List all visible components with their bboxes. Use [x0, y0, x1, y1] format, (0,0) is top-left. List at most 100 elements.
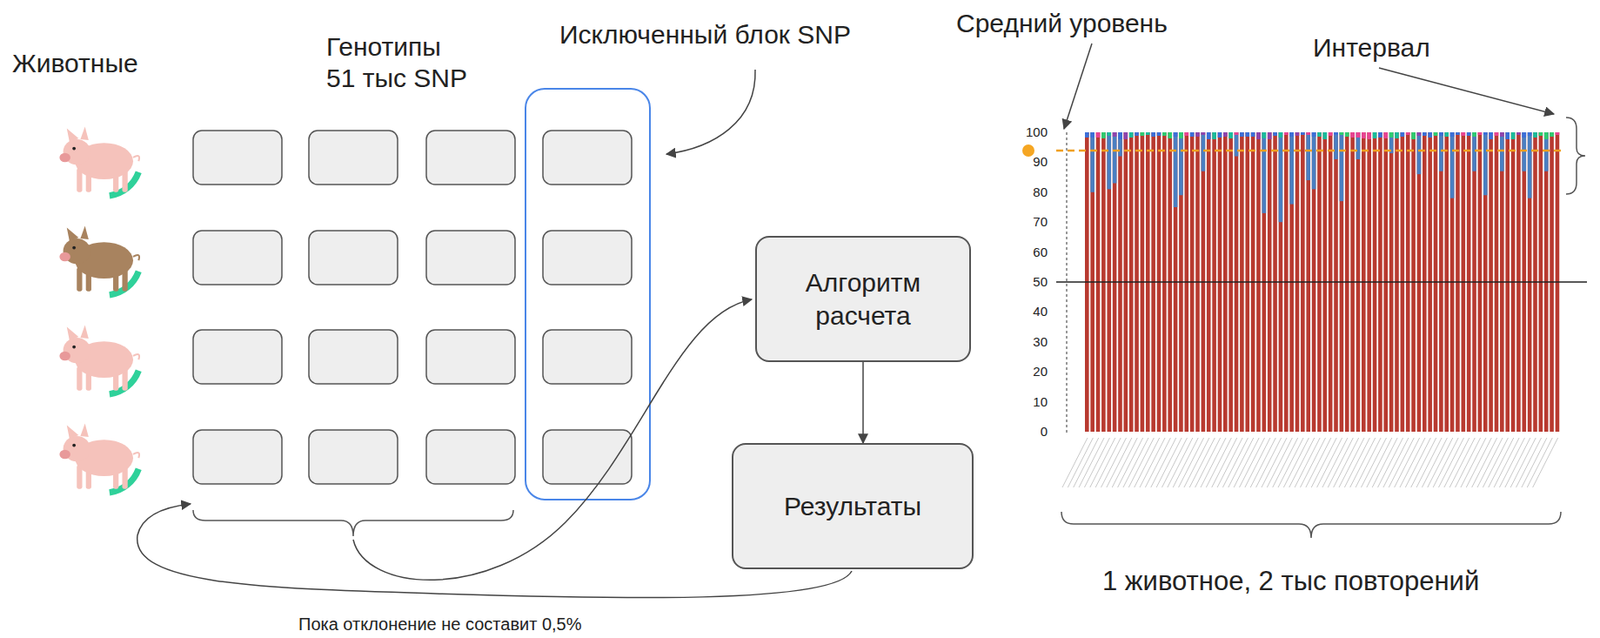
- bar-cap: [1323, 132, 1328, 140]
- bar-cap: [1157, 132, 1162, 136]
- axis-tick-text: [1106, 437, 1132, 488]
- bar-cap: [1289, 132, 1294, 137]
- axis-tick-text: [1266, 437, 1293, 488]
- bar-cap: [1488, 132, 1493, 140]
- bracket: [193, 509, 514, 536]
- axis-tick-text: [1178, 437, 1205, 488]
- bar-cap: [1400, 132, 1406, 137]
- bar-cap: [1483, 132, 1488, 135]
- bar-segment: [1439, 132, 1444, 172]
- bar-cap: [1366, 132, 1372, 140]
- bar-cap: [1140, 132, 1145, 136]
- axis-tick-text: [1350, 437, 1376, 488]
- bar-cap: [1134, 132, 1139, 136]
- bar-cap: [1361, 132, 1366, 139]
- bar-segment: [1499, 132, 1505, 172]
- bar-segment: [1201, 132, 1206, 172]
- bar-cap: [1317, 132, 1322, 137]
- bracket: [1061, 511, 1561, 538]
- bar-segment: [1472, 132, 1477, 172]
- axis-tick-text: [1172, 437, 1199, 488]
- bar-segment: [1333, 132, 1339, 160]
- bar-cap: [1206, 132, 1212, 140]
- axis-tick-text: [1111, 437, 1138, 488]
- bar-cap: [1345, 132, 1350, 137]
- y-axis: [1065, 132, 1067, 434]
- axis-tick-text: [1338, 437, 1365, 488]
- bar-cap: [1444, 132, 1449, 137]
- threshold-line: [1056, 281, 1587, 283]
- bar-cap: [1372, 132, 1378, 139]
- bar-cap: [1106, 132, 1112, 136]
- bar-cap: [1278, 132, 1284, 138]
- bar-cap: [1300, 132, 1306, 135]
- bar-segment: [1278, 132, 1284, 222]
- axis-label: 90: [1000, 153, 1048, 170]
- axis-tick-text: [1289, 437, 1315, 488]
- axis-tick-text: [1421, 437, 1447, 488]
- axis-tick-text: [1360, 437, 1386, 488]
- axis-tick-text: [1156, 437, 1182, 488]
- bar-cap: [1295, 132, 1300, 136]
- bar-cap: [1455, 132, 1460, 135]
- axis-tick-text: [1449, 437, 1475, 488]
- bar-cap: [1555, 132, 1560, 135]
- axis-tick-text: [1189, 437, 1215, 488]
- axis-tick-text: [1123, 437, 1149, 488]
- text-label: 1 животное, 2 тыс повторений: [1102, 564, 1480, 597]
- text-label: Пока отклонение не составит 0,5%: [295, 613, 585, 635]
- bar-cap: [1267, 132, 1272, 140]
- bar-cap: [1178, 132, 1184, 139]
- bar-segment: [1312, 132, 1317, 189]
- bar-segment: [1521, 132, 1527, 172]
- axis-tick-text: [1261, 437, 1287, 488]
- bar-cap: [1245, 132, 1250, 137]
- axis-tick-text: [1128, 437, 1154, 488]
- axis-label: 40: [1000, 303, 1048, 320]
- bar-cap: [1084, 132, 1090, 138]
- bar-segment: [1305, 132, 1311, 181]
- interval-brace: [1566, 117, 1586, 195]
- axis-tick-text: [1399, 437, 1426, 488]
- bar-cap: [1284, 132, 1289, 135]
- axis-tick-text: [1366, 437, 1393, 488]
- axis-tick-text: [1139, 437, 1165, 488]
- axis-tick-text: [1388, 437, 1414, 488]
- axis-tick-text: [1477, 437, 1503, 488]
- bar-cap: [1422, 132, 1427, 136]
- bar-cap: [1124, 132, 1129, 140]
- axis-tick-text: [1222, 437, 1248, 488]
- axis-tick-text: [1355, 437, 1381, 488]
- bar-cap: [1239, 132, 1245, 137]
- axis-tick-text: [1117, 437, 1144, 488]
- axis-tick-text: [1482, 437, 1508, 488]
- x-axis-labels: [1062, 437, 1559, 488]
- bar-segment: [1117, 132, 1123, 157]
- axis-tick-text: [1062, 437, 1088, 488]
- bar-cap: [1350, 132, 1355, 138]
- axis-tick-text: [1493, 437, 1520, 488]
- axis-tick-text: [1211, 437, 1238, 488]
- bar-cap: [1466, 132, 1472, 136]
- axis-tick-text: [1073, 437, 1099, 488]
- bar-cap: [1117, 132, 1123, 140]
- axis-tick-text: [1278, 437, 1304, 488]
- bar-cap: [1539, 132, 1544, 136]
- box-text: Результаты: [783, 489, 922, 523]
- bar-cap: [1521, 132, 1527, 138]
- axis-tick-text: [1294, 437, 1320, 488]
- text-label: Средний уровень: [956, 7, 1168, 40]
- bar-cap: [1167, 132, 1172, 139]
- axis-tick-text: [1205, 437, 1232, 488]
- axis-tick-text: [1144, 437, 1171, 488]
- axis-tick-text: [1256, 437, 1282, 488]
- axis-tick-text: [1084, 437, 1110, 488]
- axis-tick-text: [1311, 437, 1337, 488]
- axis-tick-text: [1151, 437, 1177, 488]
- axis-tick-text: [1233, 437, 1259, 488]
- bar-segment: [1450, 132, 1455, 199]
- axis-label: 0: [1000, 423, 1048, 440]
- bar-cap: [1378, 132, 1383, 138]
- axis-label: 100: [1000, 124, 1048, 141]
- axis-tick-text: [1416, 437, 1442, 488]
